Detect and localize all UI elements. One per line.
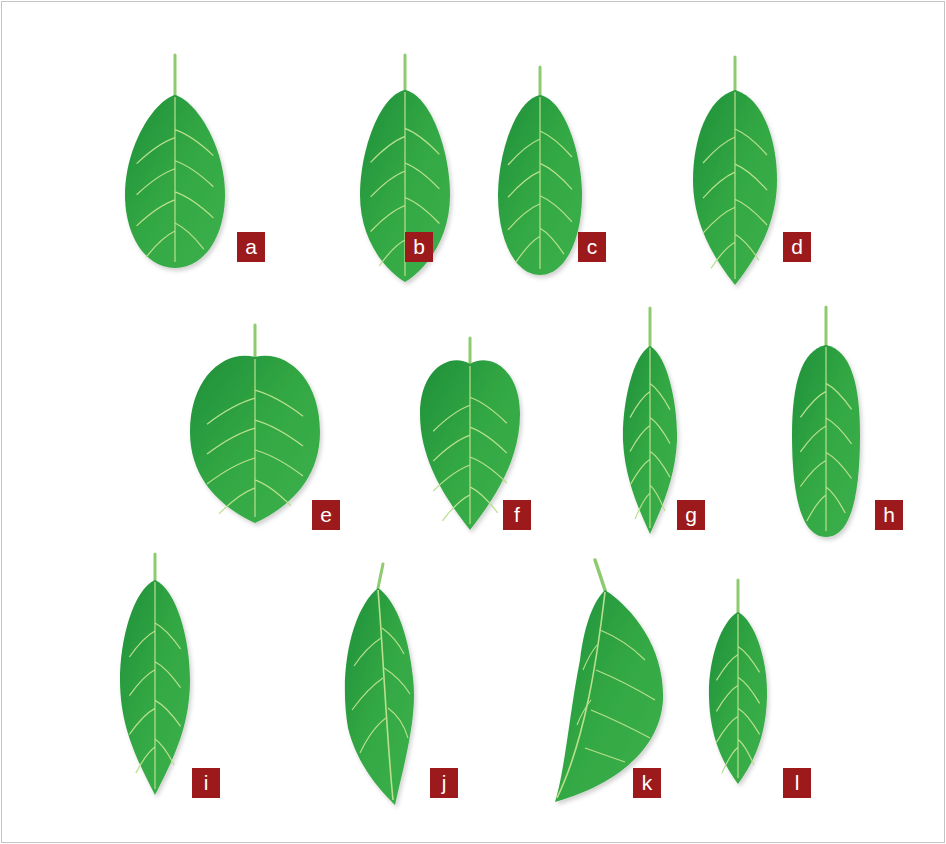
leaf-lanceolate xyxy=(623,308,677,534)
callout-letter: b xyxy=(405,232,433,262)
callout-letter: g xyxy=(677,500,705,530)
leaf-narrow-ovate xyxy=(120,554,190,795)
leaf-elliptic xyxy=(360,55,450,282)
leaf-falcate xyxy=(345,564,414,805)
leaf-ovate xyxy=(693,57,777,285)
leaf-oval xyxy=(498,67,582,275)
callout-letter: i xyxy=(192,768,220,798)
leaf-oblique xyxy=(555,560,663,802)
callout-letter: f xyxy=(503,500,531,530)
callout-letter: l xyxy=(783,768,811,798)
callout-letter: c xyxy=(578,232,606,262)
callout-letter: d xyxy=(783,232,811,262)
leaf-obovate xyxy=(125,55,225,268)
leaf-orbicular xyxy=(190,325,320,523)
leaf-oblong xyxy=(792,307,860,537)
callout-letter: j xyxy=(430,768,458,798)
callout-letter: h xyxy=(875,500,903,530)
callout-letter: e xyxy=(312,500,340,530)
callout-letter: k xyxy=(633,768,661,798)
leaves xyxy=(120,55,860,805)
callout-letter: a xyxy=(237,232,265,262)
leaf-elliptic-small xyxy=(709,580,767,784)
